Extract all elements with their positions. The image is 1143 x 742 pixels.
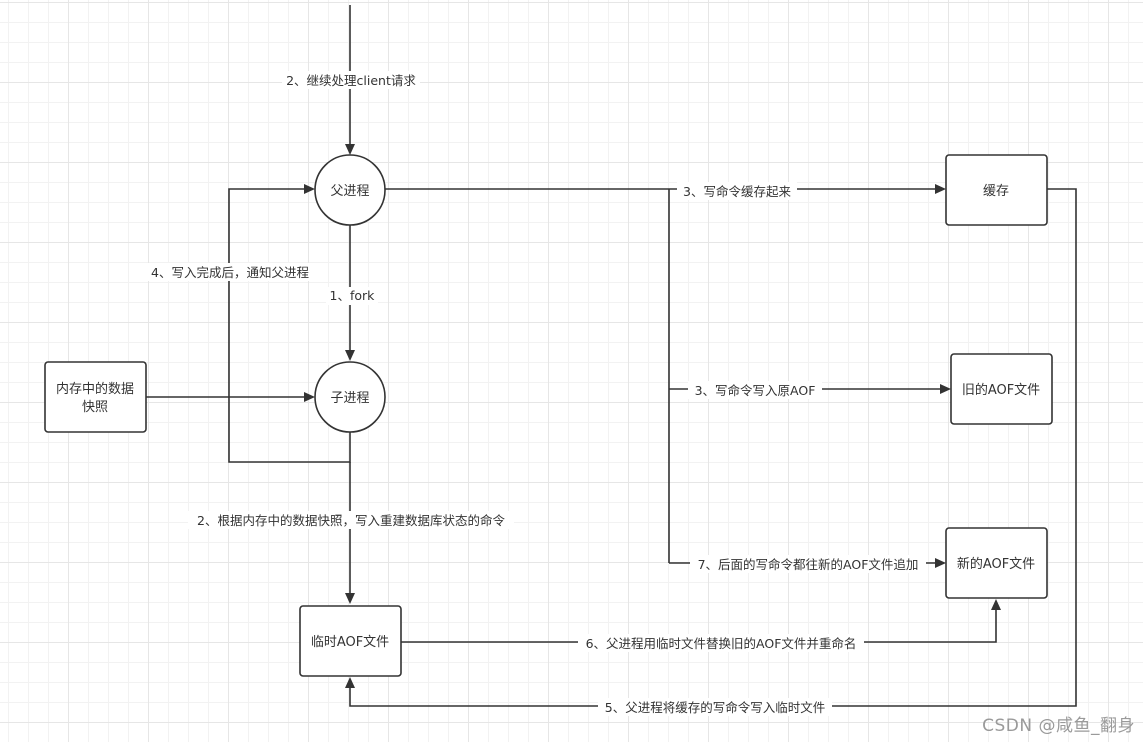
arrowhead	[345, 677, 355, 688]
csdn-watermark: CSDN @咸鱼_翻身	[982, 716, 1135, 736]
label-append-new-aof: 7、后面的写命令都往新的AOF文件追加	[690, 555, 926, 573]
svg-text:1、fork: 1、fork	[330, 288, 376, 303]
node-parent-label: 父进程	[330, 184, 369, 199]
svg-text:7、后面的写命令都往新的AOF文件追加: 7、后面的写命令都往新的AOF文件追加	[698, 557, 919, 572]
svg-text:3、写命令缓存起来: 3、写命令缓存起来	[683, 184, 791, 199]
arrowhead	[304, 392, 315, 402]
arrowhead	[345, 593, 355, 604]
node-new-aof: 新的AOF文件	[945, 527, 1048, 599]
node-temp-aof: 临时AOF文件	[299, 605, 402, 677]
svg-text:5、父进程将缓存的写命令写入临时文件: 5、父进程将缓存的写命令写入临时文件	[605, 700, 825, 715]
arrowhead	[940, 384, 951, 394]
arrowhead	[345, 350, 355, 361]
arrowhead	[345, 144, 355, 155]
node-parent-process: 父进程	[314, 154, 386, 226]
node-cache: 缓存	[945, 154, 1048, 226]
svg-text:4、写入完成后，通知父进程: 4、写入完成后，通知父进程	[151, 265, 309, 280]
label-fork: 1、fork	[326, 287, 378, 305]
label-replace-rename: 6、父进程用临时文件替换旧的AOF文件并重命名	[578, 634, 864, 652]
node-old-aof-label: 旧的AOF文件	[962, 382, 1040, 398]
label-rebuild-commands: 2、根据内存中的数据快照，写入重建数据库状态的命令	[188, 511, 514, 529]
edge-write-cache-to-temp	[349, 188, 1077, 707]
svg-text:2、继续处理client请求: 2、继续处理client请求	[286, 73, 416, 88]
svg-text:6、父进程用临时文件替换旧的AOF文件并重命名: 6、父进程用临时文件替换旧的AOF文件并重命名	[586, 636, 857, 651]
label-notify-parent: 4、写入完成后，通知父进程	[145, 263, 315, 281]
arrowhead	[991, 599, 1001, 610]
arrowhead	[935, 558, 946, 568]
node-snapshot-label-line2: 快照	[82, 400, 108, 415]
svg-text:3、写命令写入原AOF: 3、写命令写入原AOF	[695, 383, 816, 398]
edge-notify-parent	[228, 188, 351, 463]
arrowhead	[935, 184, 946, 194]
node-cache-label: 缓存	[983, 184, 1009, 199]
node-child-process: 子进程	[314, 361, 386, 433]
node-temp-aof-label: 临时AOF文件	[311, 635, 389, 650]
node-new-aof-label: 新的AOF文件	[957, 556, 1035, 572]
node-child-label: 子进程	[330, 391, 369, 406]
label-write-cache-to-temp: 5、父进程将缓存的写命令写入临时文件	[598, 698, 832, 716]
label-cache-commands: 3、写命令缓存起来	[677, 182, 797, 200]
node-snapshot-label-line1: 内存中的数据	[56, 381, 134, 397]
arrowhead	[304, 184, 315, 194]
node-old-aof: 旧的AOF文件	[950, 353, 1053, 425]
node-memory-snapshot: 内存中的数据 快照	[44, 361, 147, 433]
svg-text:2、根据内存中的数据快照，写入重建数据库状态的命令: 2、根据内存中的数据快照，写入重建数据库状态的命令	[197, 513, 505, 528]
label-continue-client: 2、继续处理client请求	[282, 71, 420, 89]
label-write-old-aof: 3、写命令写入原AOF	[688, 381, 822, 399]
